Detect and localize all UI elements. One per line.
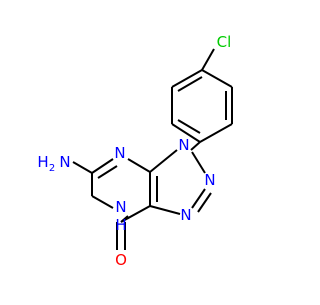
bond-c5-c4	[171, 69, 203, 88]
ring-nh-h-label: H	[115, 216, 126, 234]
chlorine-label: Cl	[217, 33, 232, 51]
molecule-canvas: Cl H 2 N N N H N N N O	[37, 33, 233, 269]
bond-c-n-top-double1	[91, 158, 114, 174]
amine-subscript: 2	[49, 163, 55, 174]
bond-n2-n3-2	[197, 192, 212, 213]
triazole-n3-label: N	[180, 206, 191, 224]
bond-c-n-top-double2	[97, 165, 118, 179]
bond-c5-c4-inner	[177, 76, 203, 92]
bond-fused-c-co	[120, 205, 151, 223]
bond-co-nh	[120, 215, 129, 223]
bond-nh-c	[91, 195, 114, 209]
amine-h-label: H	[37, 153, 48, 171]
amine-n-label: N	[59, 153, 70, 171]
bond-n1-n2	[191, 151, 206, 174]
bond-c6-c6-inner	[177, 119, 201, 134]
bond-cl-c4	[201, 48, 215, 71]
bond-c1-c6	[171, 123, 201, 143]
ring-nh-group: N H	[115, 198, 126, 234]
amine-group: H 2 N	[37, 153, 70, 174]
bond-n3-fused	[149, 205, 181, 215]
bond-nh2-c	[72, 161, 93, 174]
bond-c1-n	[190, 141, 201, 151]
bond-fused-top-n1	[149, 149, 178, 173]
bond-lines	[72, 48, 233, 250]
bond-n-top-c	[127, 158, 151, 173]
triazole-n1-label: N	[178, 136, 189, 154]
molecule-structure: Cl H 2 N N N H N N N O	[37, 33, 233, 269]
bond-c4-c3	[201, 69, 233, 88]
bond-c2-c1	[199, 123, 233, 143]
oxygen-label: O	[115, 251, 127, 269]
ring-nh-n-label: N	[115, 198, 126, 216]
bond-n2-n3-1	[191, 188, 206, 209]
triazole-n2-label: N	[204, 171, 215, 189]
ring-n-top-label: N	[114, 144, 125, 162]
